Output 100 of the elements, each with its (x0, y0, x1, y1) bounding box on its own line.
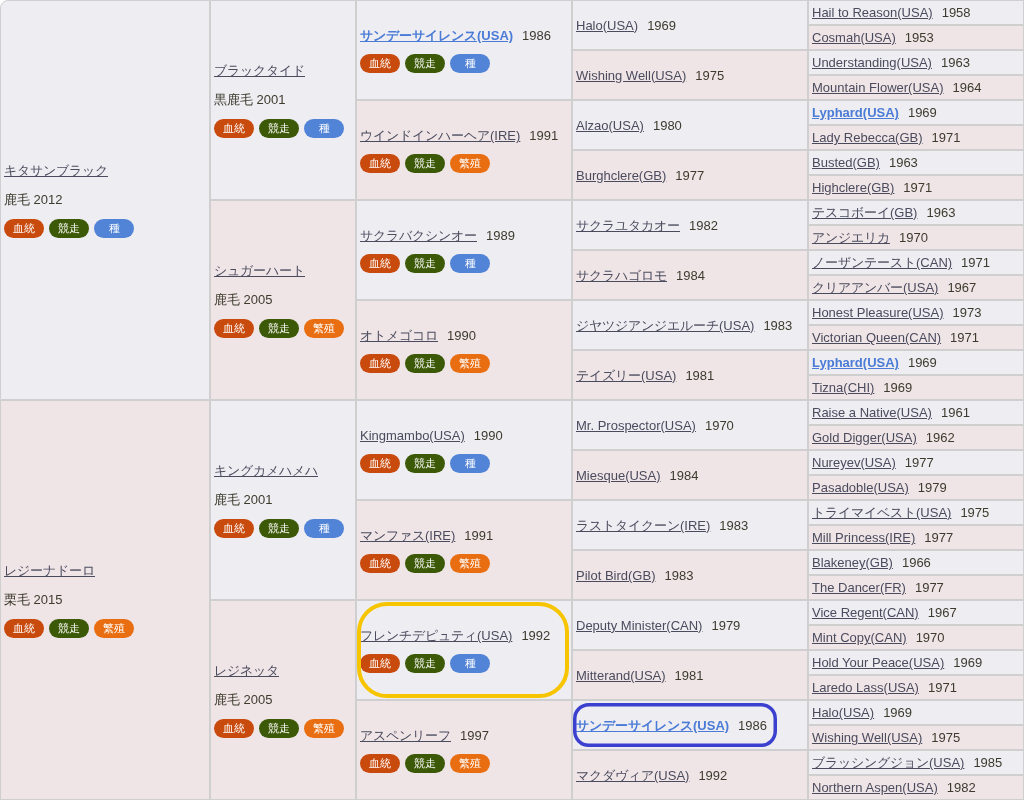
horse-name-link: Busted(GB) (812, 154, 880, 171)
horse-name-link: レジネッタ (214, 662, 279, 679)
birth-year: 1967 (947, 279, 977, 296)
pedigree-cell (808, 525, 1024, 550)
birth-year: 1977 (924, 529, 954, 546)
horse-name-link: Lady Rebecca(GB) (812, 129, 923, 146)
category-badge: 血統 (4, 219, 44, 238)
pedigree-cell (356, 100, 572, 200)
pedigree-cell (808, 450, 1024, 475)
pedigree-cell (572, 50, 808, 100)
pedigree-cell (808, 150, 1024, 175)
horse-name-link: レジーナドーロ (4, 562, 95, 579)
pedigree-cell (808, 0, 1024, 25)
category-badge: 繁殖 (94, 619, 134, 638)
pedigree-cell (356, 300, 572, 400)
horse-name-link: Alzao(USA) (576, 116, 644, 134)
birth-year: 1963 (888, 154, 918, 171)
pedigree-cell (808, 250, 1024, 275)
birth-year: 1975 (695, 66, 725, 84)
pedigree-cell (808, 75, 1024, 100)
horse-name-link: Blakeney(GB) (812, 554, 893, 571)
pedigree-cell (0, 400, 210, 800)
birth-year: 1986 (522, 27, 552, 44)
birth-year: 1983 (763, 316, 793, 334)
horse-name-link: Halo(USA) (812, 704, 875, 721)
birth-year: 1969 (907, 104, 937, 121)
pedigree-cell (808, 725, 1024, 750)
birth-year: 1970 (915, 629, 945, 646)
birth-year: 1953 (904, 29, 934, 46)
birth-year: 1985 (973, 754, 1003, 771)
pedigree-cell (572, 250, 808, 300)
horse-name-link: Burghclere(GB) (576, 166, 667, 184)
birth-year: 1982 (946, 779, 976, 796)
horse-name-link: テイズリー(USA) (576, 366, 677, 384)
pedigree-cell (210, 0, 356, 200)
pedigree-cell (808, 400, 1024, 425)
horse-name-link: Kingmambo(USA) (360, 427, 465, 444)
pedigree-cell (808, 550, 1024, 575)
horse-name-link: Highclere(GB) (812, 179, 895, 196)
birth-year: 1981 (685, 366, 715, 384)
horse-name-link: ブラッシングジョン(USA) (812, 754, 965, 771)
pedigree-cell (808, 125, 1024, 150)
pedigree-cell (572, 450, 808, 500)
pedigree-cell (808, 700, 1024, 725)
horse-name-link: サクラユタカオー (576, 216, 680, 234)
birth-year: 1991 (529, 127, 559, 144)
category-badge: 競走 (405, 54, 445, 73)
birth-year: 1971 (931, 129, 961, 146)
pedigree-cell (572, 200, 808, 250)
pedigree-cell (572, 0, 808, 50)
pedigree-cell (356, 700, 572, 800)
pedigree-cell (356, 200, 572, 300)
birth-year: 1991 (464, 527, 494, 544)
pedigree-cell (808, 750, 1024, 775)
pedigree-cell (808, 625, 1024, 650)
horse-name-link: ラストタイクーン(IRE) (576, 516, 711, 534)
birth-year: 1997 (460, 727, 489, 744)
category-badge: 競走 (405, 354, 445, 373)
horse-name-link: Understanding(USA) (812, 54, 932, 71)
horse-name-link: Gold Digger(USA) (812, 429, 917, 446)
pedigree-cell (808, 50, 1024, 75)
birth-year: 1982 (689, 216, 718, 234)
birth-year: 1971 (927, 679, 957, 696)
horse-name-link: Mill Princess(IRE) (812, 529, 916, 546)
birth-year: 1969 (953, 654, 983, 671)
category-badge: 血統 (360, 254, 400, 273)
horse-name-link: Mountain Flower(USA) (812, 79, 944, 96)
horse-name-link: ノーザンテースト(CAN) (812, 254, 953, 271)
birth-year: 1962 (925, 429, 955, 446)
horse-name-link: Cosmah(USA) (812, 29, 896, 46)
pedigree-cell (808, 475, 1024, 500)
horse-name-link: The Dancer(FR) (812, 579, 906, 596)
birth-year: 1971 (903, 179, 933, 196)
horse-name-link: キングカメハメハ (214, 462, 318, 479)
horse-name-link: ブラックタイド (214, 62, 305, 79)
pedigree-cell (808, 350, 1024, 375)
birth-year: 1973 (952, 304, 982, 321)
birth-year: 1979 (917, 479, 947, 496)
pedigree-cell (572, 350, 808, 400)
pedigree-cell (572, 650, 808, 700)
horse-name-link: Pilot Bird(GB) (576, 566, 656, 584)
pedigree-cell (356, 400, 572, 500)
category-badge: 繁殖 (450, 554, 490, 573)
pedigree-cell (572, 750, 808, 800)
category-badge: 血統 (360, 154, 400, 173)
pedigree-cell (572, 150, 808, 200)
birth-year: 1989 (486, 227, 515, 244)
pedigree-cell (808, 650, 1024, 675)
pedigree-cell (210, 400, 356, 600)
category-badge: 競走 (405, 554, 445, 573)
pedigree-cell (808, 375, 1024, 400)
horse-name-link: テスコボーイ(GB) (812, 204, 918, 221)
category-badge: 種 (450, 254, 490, 273)
birth-year: 1971 (950, 329, 979, 346)
category-badge: 繁殖 (304, 319, 344, 338)
birth-year: 1980 (652, 116, 682, 134)
pedigree-cell (0, 0, 210, 400)
category-badge: 血統 (214, 319, 254, 338)
category-badge: 繁殖 (304, 719, 344, 738)
birth-year: 1966 (901, 554, 931, 571)
